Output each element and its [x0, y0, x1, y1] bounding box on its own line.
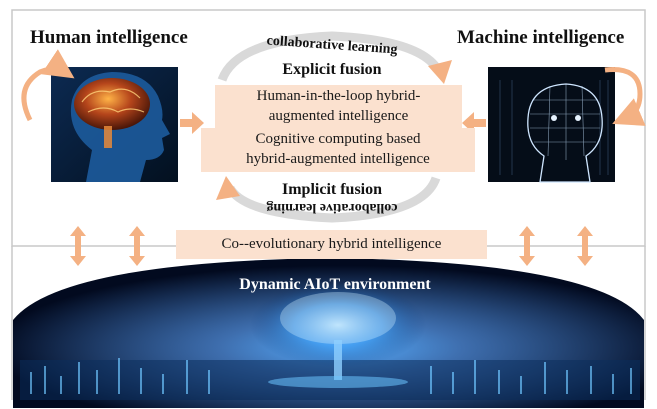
double-arrow-2	[129, 226, 145, 266]
implicit-fusion-title: Implicit fusion	[281, 181, 383, 198]
loop-arrowhead-top	[428, 60, 452, 84]
loop-arc-top	[217, 31, 442, 82]
human-loop-arrow	[21, 49, 75, 122]
wireframe-robot-head-icon	[488, 67, 615, 183]
coevolutionary-box: Co--evolutionary hybrid intelligence	[176, 230, 487, 259]
loop-arrowhead-bottom	[216, 176, 240, 200]
hitl-line-1: Human-in-the-loop hybrid-	[256, 88, 421, 104]
machine-loop-arrow	[604, 67, 646, 126]
cc-line-1: Cognitive computing based	[255, 131, 421, 147]
environment-title: Dynamic AIoT environment	[239, 276, 431, 293]
machine-intelligence-title: Machine intelligence	[457, 27, 625, 48]
double-arrow-3	[519, 226, 535, 266]
collaborative-learning-bottom-label: collaborative learning	[266, 200, 398, 215]
vertical-double-arrows	[70, 226, 593, 266]
explicit-fusion-title: Explicit fusion	[282, 61, 382, 78]
cognitive-computing-box: Cognitive computing based hybrid-augment…	[201, 128, 475, 172]
cc-line-2: hybrid-augmented intelligence	[246, 151, 430, 167]
double-arrow-1	[70, 226, 86, 266]
human-intelligence-title: Human intelligence	[30, 27, 188, 48]
human-to-fusion-arrow	[180, 112, 204, 134]
hitl-box: Human-in-the-loop hybrid- augmented inte…	[215, 85, 462, 128]
double-arrow-4	[577, 226, 593, 266]
brain-head-icon	[51, 67, 178, 182]
digital-tree-icon	[250, 283, 426, 388]
hitl-line-2: augmented intelligence	[268, 108, 409, 124]
loop-arc-bottom	[226, 176, 441, 223]
